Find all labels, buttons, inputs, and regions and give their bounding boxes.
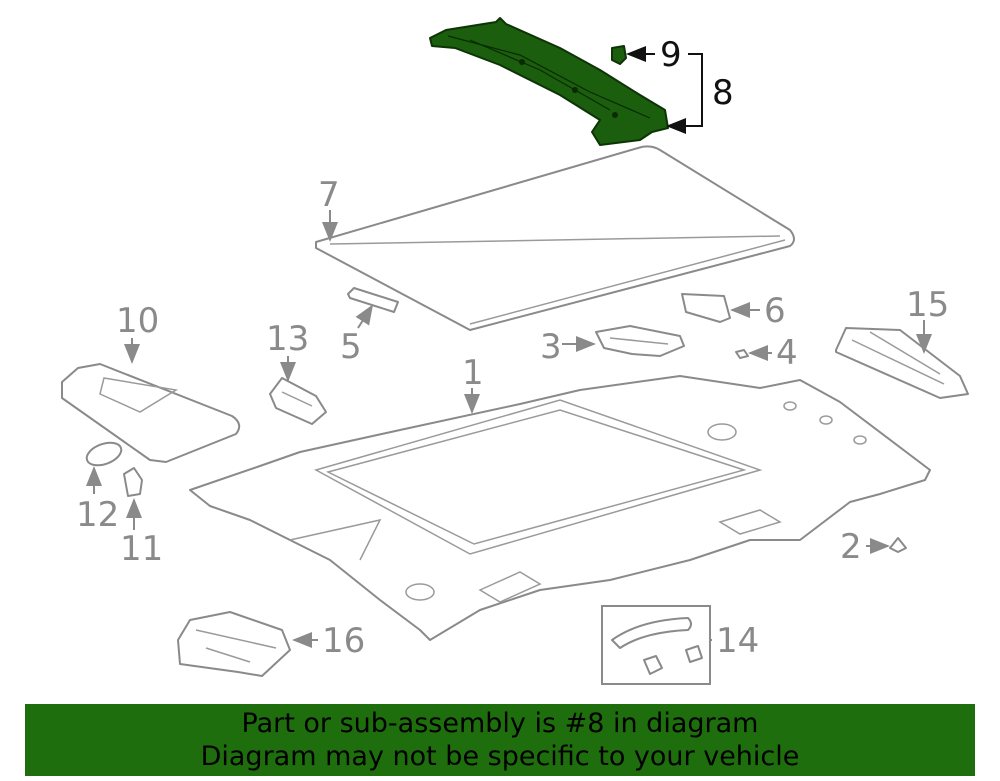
part-3-bracket bbox=[562, 325, 685, 357]
callout-14: 14 bbox=[716, 621, 759, 661]
part-14-assist-grip bbox=[601, 605, 712, 685]
parts-diagram: 9 8 7 5 6 3 4 15 bbox=[61, 17, 969, 685]
part-8-rear-trim-panel bbox=[429, 17, 669, 146]
callout-15: 15 bbox=[906, 285, 949, 325]
part-13-lamp bbox=[269, 356, 327, 425]
callout-6: 6 bbox=[764, 291, 786, 331]
callout-8: 8 bbox=[712, 73, 734, 113]
callout-4: 4 bbox=[776, 333, 798, 373]
notice-banner: Part or sub-assembly is #8 in diagram Di… bbox=[25, 704, 975, 776]
callout-5: 5 bbox=[340, 327, 362, 367]
part-16-map-lamp bbox=[177, 611, 318, 677]
part-6-cover bbox=[681, 293, 760, 323]
part-1-headliner bbox=[189, 375, 931, 641]
callout-11: 11 bbox=[120, 529, 163, 569]
part-10-sun-visor bbox=[61, 338, 241, 463]
callout-7: 7 bbox=[318, 175, 340, 215]
callout-2: 2 bbox=[840, 527, 862, 567]
callout-1: 1 bbox=[462, 353, 484, 393]
callout-10: 10 bbox=[116, 301, 159, 341]
part-12-ring bbox=[85, 441, 123, 494]
banner-line-1: Part or sub-assembly is #8 in diagram bbox=[241, 708, 759, 739]
callout-12: 12 bbox=[76, 495, 119, 535]
callout-16: 16 bbox=[322, 621, 365, 661]
part-5-bracket bbox=[347, 287, 399, 329]
part-11-holder bbox=[123, 467, 143, 530]
leader-8 bbox=[666, 53, 703, 134]
banner-line-2: Diagram may not be specific to your vehi… bbox=[200, 741, 800, 772]
callout-13: 13 bbox=[266, 319, 309, 359]
part-2-clip bbox=[866, 537, 907, 554]
part-7-sunshade bbox=[315, 145, 795, 331]
part-9-clip bbox=[611, 45, 627, 65]
callout-3: 3 bbox=[540, 327, 562, 367]
callout-9: 9 bbox=[660, 35, 682, 75]
part-15-console bbox=[835, 320, 969, 399]
part-4-clip bbox=[735, 345, 772, 361]
